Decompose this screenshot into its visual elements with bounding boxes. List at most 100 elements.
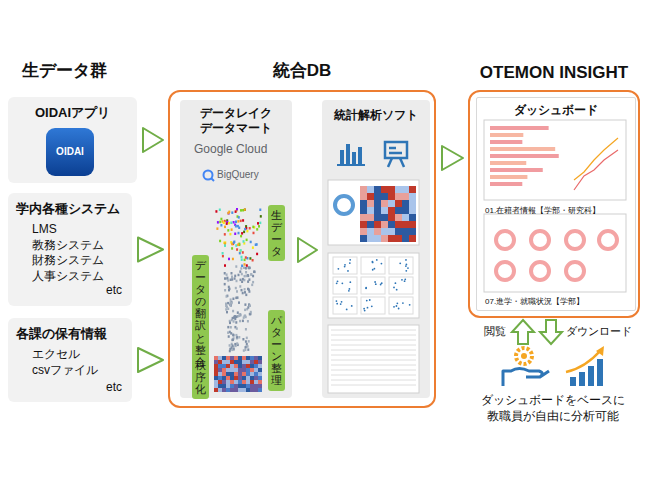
heatmap-cell (409, 235, 416, 242)
data-dot (236, 248, 238, 251)
plot-dot (344, 266, 346, 268)
plot-dot (401, 279, 403, 281)
plot-dot (395, 282, 397, 284)
data-dot (233, 221, 235, 224)
heatmap-cell (222, 364, 226, 368)
heatmap-cell (250, 388, 254, 392)
data-dot (227, 212, 229, 215)
plot-dot (365, 287, 367, 289)
heatmap-cell (214, 380, 218, 384)
heatmap-cell (218, 376, 222, 380)
data-dot (217, 221, 219, 224)
data-dot (241, 258, 243, 261)
data-dot (249, 267, 251, 270)
data-dot (256, 228, 258, 231)
plot-frame (361, 277, 385, 294)
heatmap-cell (230, 372, 234, 376)
plot-dot (396, 302, 398, 304)
plot-dot (375, 283, 377, 285)
data-dot (223, 242, 225, 245)
plot-dot (349, 259, 351, 261)
step-text: 秩序化 (195, 359, 206, 395)
data-dot (225, 303, 227, 306)
heatmap-cell (374, 200, 381, 207)
data-dot (231, 228, 233, 231)
plot-dot (405, 270, 407, 272)
heatmap-cell (250, 356, 254, 360)
data-dot (250, 241, 252, 244)
data-dot (244, 309, 246, 312)
heatmap-cell (381, 200, 388, 207)
data-dot (228, 286, 230, 289)
data-dot (244, 228, 246, 231)
heatmap-cell (238, 384, 242, 388)
heatmap-cell (214, 360, 218, 364)
data-dot (252, 281, 254, 284)
heatmap-cell (234, 372, 238, 376)
data-dot (229, 322, 231, 325)
heatmap-cell (374, 221, 381, 228)
plot-dot (349, 281, 351, 283)
box-text: エクセル csvファイル (32, 347, 98, 378)
table-row (331, 385, 416, 386)
data-dot (230, 301, 232, 304)
data-dot (230, 332, 232, 335)
data-dot (240, 249, 242, 252)
heatmap-cell (367, 207, 374, 214)
heatmap-cell (218, 372, 222, 376)
step-text: データの翻訳と整合 (195, 259, 206, 368)
source-box: 学内各種システムLMS 教務システム 財務システム 人事システムetc (8, 193, 132, 306)
data-dot (236, 280, 238, 283)
data-dot (230, 304, 232, 307)
heatmap-cell (214, 364, 218, 368)
heatmap-cell (367, 193, 374, 200)
heatmap-cell (395, 193, 402, 200)
data-dot (242, 278, 244, 281)
table-row (331, 370, 416, 371)
bar (490, 133, 523, 137)
data-dot (237, 296, 239, 299)
heatmap-cell (234, 360, 238, 364)
data-dot (245, 346, 247, 349)
heatmap-cell (246, 364, 250, 368)
flow-arrow (442, 146, 463, 170)
heatmap-cell (360, 235, 367, 242)
heatmap-cell (395, 228, 402, 235)
heatmap-cell (242, 376, 246, 380)
data-dot (229, 344, 231, 347)
heatmap-cell (381, 186, 388, 193)
heatmap-cell (226, 384, 230, 388)
heatmap-cell (242, 372, 246, 376)
heatmap-cell (402, 214, 409, 221)
data-dot (239, 250, 241, 253)
data-dot (252, 275, 254, 278)
data-dot (241, 281, 243, 284)
step-tag: 生データ (268, 205, 285, 261)
table-row (331, 330, 416, 331)
heatmap-cell (409, 207, 416, 214)
step-text: パターン整理 (271, 314, 282, 387)
heatmap-cell (218, 380, 222, 384)
plot-dot (349, 262, 351, 264)
plot-dot (336, 300, 338, 302)
data-dot (237, 311, 239, 314)
heatmap-cell (402, 235, 409, 242)
heatmap-cell (367, 235, 374, 242)
data-dot (244, 291, 246, 294)
data-dot (238, 232, 240, 235)
plot-dot (381, 263, 383, 265)
data-dot (236, 342, 238, 345)
plot-frame (361, 257, 385, 274)
data-dot (246, 264, 248, 267)
data-dot (232, 310, 234, 313)
heatmap-cell (254, 360, 258, 364)
source-box: 各課の保有情報エクセル csvファイルetc (8, 318, 132, 402)
plot-dot (365, 287, 367, 289)
heatmap-cell (242, 364, 246, 368)
heatmap-cell (246, 380, 250, 384)
heatmap-cell (234, 380, 238, 384)
plot-dot (372, 261, 374, 263)
table-row (331, 365, 416, 366)
table-row (331, 355, 416, 356)
data-dot (219, 240, 221, 243)
